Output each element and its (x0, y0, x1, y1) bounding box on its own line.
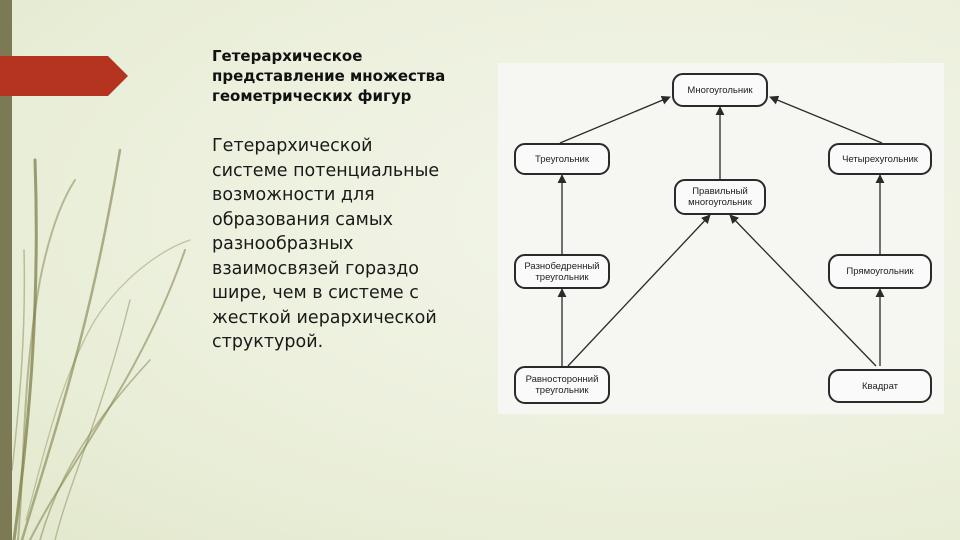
arrow-ravnostoronny-to-pravilny (567, 214, 711, 367)
node-label: Треугольник (534, 153, 589, 165)
node-label: Многоугольник (687, 84, 753, 96)
grass-decoration (11, 148, 191, 540)
arrow-kvadrat-to-pravilny (729, 214, 877, 367)
slide-title: Гетерархическое представление множества … (212, 47, 446, 105)
slide-body-text: Гетерархической системе потенциальные во… (212, 136, 440, 352)
node-ravnobedrenny: Разнобедренный треугольник (514, 254, 610, 289)
node-label: Прямоугольник (846, 266, 914, 277)
node-label: Равносторонний треугольник (525, 374, 599, 396)
heterarchy-diagram: Многоугольник Треугольник Четырехугольни… (498, 63, 944, 414)
node-ravnostoronny: Равносторонний треугольник (514, 366, 610, 404)
left-border-bar (0, 0, 12, 540)
node-label: Четырехугольник (842, 153, 918, 165)
node-kvadrat: Квадрат (828, 369, 932, 403)
node-chetyrehugolnik: Четырехугольник (828, 143, 932, 175)
node-label: Квадрат (861, 380, 898, 392)
title-marker-arrow (0, 56, 128, 96)
arrow-chetyrehugolnik-to-mnogougolnik (769, 95, 883, 144)
diagram-connectors (557, 95, 885, 367)
node-label: Правильный многоугольник (688, 186, 752, 208)
arrow-treugolnik-to-mnogougolnik (559, 95, 671, 144)
node-pryamougolnik: Прямоугольник (828, 254, 932, 289)
node-mnogougolnik: Многоугольник (672, 73, 768, 107)
node-label: Разнобедренный треугольник (524, 260, 600, 283)
node-treugolnik: Треугольник (514, 143, 610, 175)
node-pravilny-mnogougolnik: Правильный многоугольник (674, 179, 766, 215)
